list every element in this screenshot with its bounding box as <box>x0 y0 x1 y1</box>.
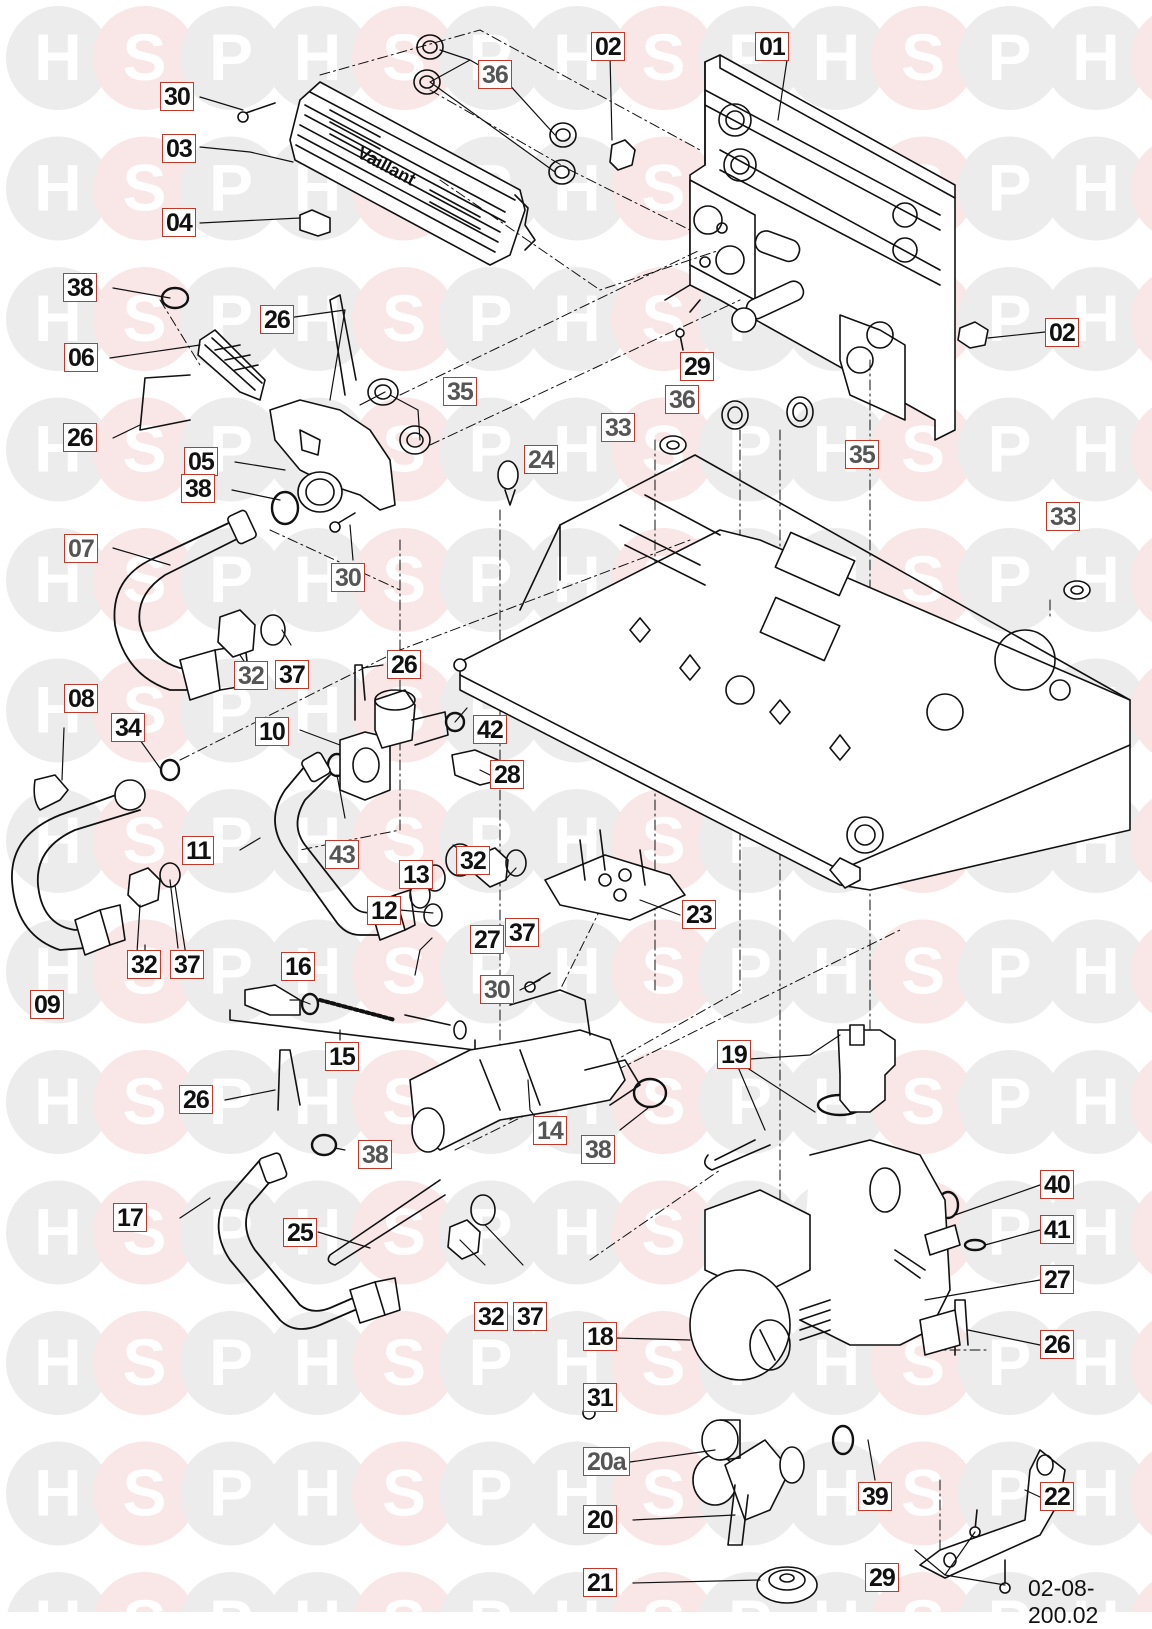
callout-part-32b[interactable]: 32 <box>127 950 161 979</box>
callout-part-22[interactable]: 22 <box>1040 1482 1074 1511</box>
callout-part-01[interactable]: 01 <box>755 32 789 61</box>
callout-part-18[interactable]: 18 <box>583 1322 617 1351</box>
callout-part-26c[interactable]: 26 <box>387 650 421 679</box>
callout-part-07[interactable]: 07 <box>64 534 98 563</box>
callout-part-32a[interactable]: 32 <box>234 661 268 690</box>
callout-part-32d[interactable]: 32 <box>474 1302 508 1331</box>
callout-part-40[interactable]: 40 <box>1040 1170 1074 1199</box>
callout-part-33a[interactable]: 33 <box>601 413 635 442</box>
part-02-cap-right <box>958 322 988 348</box>
part-03-heat-exchanger: Vaillant <box>290 82 535 265</box>
callout-part-38c[interactable]: 38 <box>358 1140 392 1169</box>
bottom-tray <box>454 455 1130 890</box>
callout-part-28[interactable]: 28 <box>490 760 524 789</box>
callout-part-29a[interactable]: 29 <box>680 352 714 381</box>
callout-part-10[interactable]: 10 <box>255 717 289 746</box>
callout-part-35b[interactable]: 35 <box>845 440 879 469</box>
callout-part-30a[interactable]: 30 <box>160 82 194 111</box>
callout-part-20a[interactable]: 20a <box>583 1447 630 1476</box>
callout-part-11[interactable]: 11 <box>182 836 214 865</box>
callout-part-29b[interactable]: 29 <box>865 1563 899 1592</box>
callout-part-35a[interactable]: 35 <box>443 377 477 406</box>
callout-part-39[interactable]: 39 <box>858 1482 892 1511</box>
callout-part-27b[interactable]: 27 <box>1040 1265 1074 1294</box>
callout-part-37b[interactable]: 37 <box>170 950 204 979</box>
callout-part-26d[interactable]: 26 <box>179 1085 213 1114</box>
part-10-valve <box>340 690 448 800</box>
part-06-filter <box>198 330 265 400</box>
part-23-block <box>545 830 685 920</box>
callout-part-09[interactable]: 09 <box>30 990 64 1019</box>
callout-part-02b[interactable]: 02 <box>1045 318 1079 347</box>
callout-part-23[interactable]: 23 <box>682 900 716 929</box>
callout-part-12[interactable]: 12 <box>367 896 401 925</box>
callout-part-42[interactable]: 42 <box>473 715 507 744</box>
callout-part-06[interactable]: 06 <box>64 343 98 372</box>
callout-part-15[interactable]: 15 <box>325 1042 359 1071</box>
part-02-cap-top <box>610 140 635 170</box>
callout-part-38a[interactable]: 38 <box>63 273 97 302</box>
callout-part-43[interactable]: 43 <box>325 840 359 869</box>
callout-part-38b[interactable]: 38 <box>181 474 215 503</box>
callout-part-20[interactable]: 20 <box>583 1505 617 1534</box>
callout-part-37d[interactable]: 37 <box>513 1302 547 1331</box>
part-22-bracket <box>920 1450 1065 1578</box>
callout-part-17[interactable]: 17 <box>113 1203 147 1232</box>
callout-part-13[interactable]: 13 <box>399 860 433 889</box>
part-24-grommet <box>498 461 518 505</box>
callout-part-32c[interactable]: 32 <box>456 846 490 875</box>
part-12-13-inserts <box>424 904 442 926</box>
part-01-back-plate <box>665 55 955 440</box>
callout-part-03[interactable]: 03 <box>162 134 196 163</box>
part-18-pump <box>690 1140 960 1380</box>
callout-part-21[interactable]: 21 <box>583 1568 617 1597</box>
part-05-housing <box>270 400 395 512</box>
callout-part-26e[interactable]: 26 <box>1040 1330 1074 1359</box>
part-20a-cap <box>702 1420 740 1460</box>
callout-part-02a[interactable]: 02 <box>591 32 625 61</box>
callout-part-41[interactable]: 41 <box>1040 1215 1074 1244</box>
part-08-clip <box>34 775 68 810</box>
callout-part-19[interactable]: 19 <box>717 1040 751 1069</box>
callout-part-24[interactable]: 24 <box>524 445 558 474</box>
callout-part-37a[interactable]: 37 <box>275 660 309 689</box>
part-25-clip <box>328 1180 445 1265</box>
callout-part-08[interactable]: 08 <box>64 684 98 713</box>
callout-part-37c[interactable]: 37 <box>505 918 539 947</box>
part-09-pipe <box>12 780 145 955</box>
callout-part-33b[interactable]: 33 <box>1046 502 1080 531</box>
callout-part-38d[interactable]: 38 <box>581 1135 615 1164</box>
part-14-diverter-valve <box>410 990 640 1152</box>
callout-part-14[interactable]: 14 <box>533 1116 567 1145</box>
part-15-valve-insert <box>230 985 475 1050</box>
callout-part-27a[interactable]: 27 <box>470 925 504 954</box>
part-21-seal <box>757 1567 817 1603</box>
callout-part-30b[interactable]: 30 <box>331 563 365 592</box>
callout-part-36a[interactable]: 36 <box>478 60 512 89</box>
callout-part-05[interactable]: 05 <box>184 447 218 476</box>
nuts-washers <box>128 610 526 1259</box>
callout-part-30c[interactable]: 30 <box>480 975 514 1004</box>
callout-part-26a[interactable]: 26 <box>260 305 294 334</box>
callout-part-25[interactable]: 25 <box>283 1218 317 1247</box>
callout-part-34[interactable]: 34 <box>111 713 145 742</box>
callout-part-16[interactable]: 16 <box>281 952 315 981</box>
callout-part-26b[interactable]: 26 <box>63 423 97 452</box>
drawing-number: 02-08-200.02 <box>1028 1575 1152 1629</box>
callout-part-04[interactable]: 04 <box>162 208 196 237</box>
part-04-sensor-clip <box>300 210 330 236</box>
callout-part-36b[interactable]: 36 <box>665 385 699 414</box>
callout-part-31[interactable]: 31 <box>583 1383 617 1412</box>
